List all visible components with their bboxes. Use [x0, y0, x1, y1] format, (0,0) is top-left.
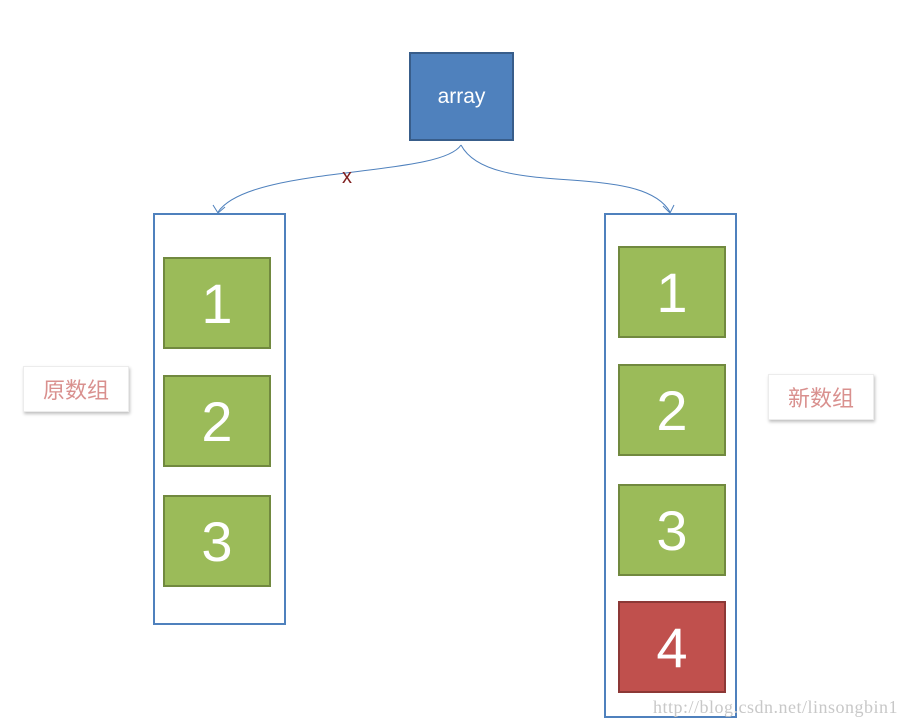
- connector-to-new-array: [460, 144, 671, 213]
- watermark-url: http://blog.csdn.net/linsongbin1: [653, 697, 898, 717]
- original-array-cell-3: 3: [163, 495, 271, 587]
- new-array-cell-1: 1: [618, 246, 726, 338]
- cross-mark: x: [342, 166, 352, 188]
- array-node: array: [409, 52, 514, 141]
- new-array-cell-4-added: 4: [618, 601, 726, 693]
- original-array-container: 1 2 3: [153, 213, 286, 625]
- original-array-label: 原数组: [23, 366, 129, 412]
- new-array-cell-3: 3: [618, 484, 726, 576]
- original-array-cell-1: 1: [163, 257, 271, 349]
- original-array-cell-2: 2: [163, 375, 271, 467]
- array-node-label: array: [437, 84, 486, 108]
- new-array-label: 新数组: [768, 374, 874, 420]
- connector-to-original-array: [217, 144, 462, 213]
- new-array-container: 1 2 3 4: [604, 213, 737, 718]
- new-array-cell-2: 2: [618, 364, 726, 456]
